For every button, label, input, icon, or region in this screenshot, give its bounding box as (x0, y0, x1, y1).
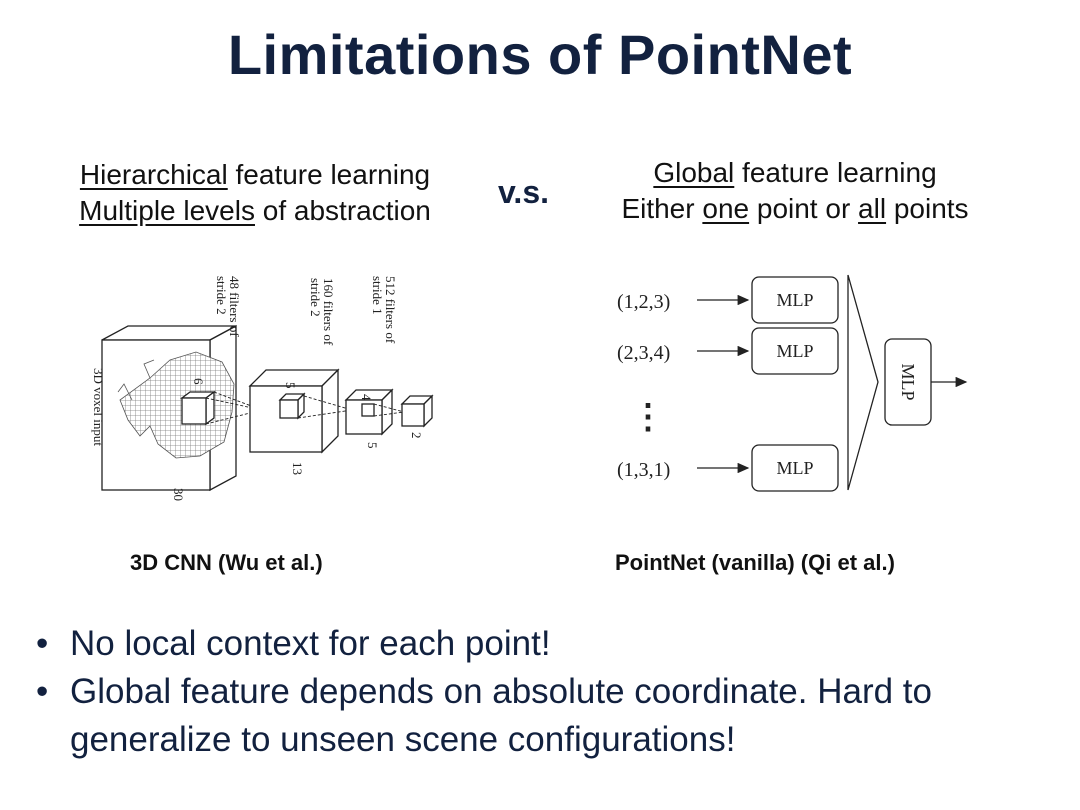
input-point-2: (2,3,4) (617, 342, 670, 364)
mlp-box-1 (751, 276, 839, 324)
dim-13-label: 13 (290, 462, 305, 475)
dim-6-label: 6 (191, 378, 206, 385)
versus-label: v.s. (498, 174, 549, 210)
bullet-item: • No local context for each point! (36, 620, 1056, 668)
mlp-label-1: MLP (776, 290, 813, 310)
cnn-caption: 3D CNN (Wu et al.) (130, 550, 323, 575)
input-point-3: (1,3,1) (617, 459, 670, 481)
bullet-dot-icon: • (36, 672, 49, 711)
right-heading-line1-rest: feature learning (734, 157, 937, 188)
left-heading: Hierarchical feature learning Multiple l… (40, 157, 470, 229)
dim-30-label: 30 (171, 488, 186, 501)
layer2-label-a: 160 filters of (321, 278, 336, 346)
layer2-label-b: stride 2 (308, 278, 323, 317)
multiple-levels-term: Multiple levels (79, 195, 255, 226)
right-heading-line2-b: point or (749, 193, 859, 224)
layer3-label-b: stride 1 (370, 276, 385, 315)
mlp-label-3: MLP (776, 458, 813, 478)
dim-2-label: 2 (409, 432, 424, 439)
right-heading-line2-a: Either (621, 193, 703, 224)
left-heading-line1-rest: feature learning (227, 159, 431, 190)
ellipsis-icon: ⋮ (631, 398, 665, 436)
global-term: Global (653, 157, 735, 188)
dim-5a-label: 5 (283, 382, 298, 389)
layer1-filter (279, 399, 299, 419)
hierarchical-term: Hierarchical (79, 159, 228, 190)
bullet-text: No local context for each point! (70, 624, 551, 663)
bullet-item: • Global feature depends on absolute coo… (36, 668, 1056, 764)
pointnet-caption: PointNet (vanilla) (Qi et al.) (615, 550, 895, 575)
layer3-cube-front (401, 403, 425, 427)
left-heading-line2-rest: of abstraction (254, 195, 431, 226)
voxel-object (119, 351, 235, 459)
bullet-dot-icon: • (36, 624, 49, 663)
mlp-label-2: MLP (776, 341, 813, 361)
layer1-label-a: 48 filters of (227, 276, 242, 337)
dim-5b-label: 5 (365, 442, 380, 449)
right-heading-line2-c: points (886, 193, 969, 224)
layer1-label-b: stride 2 (214, 276, 229, 315)
bullet-text: Global feature depends on absolute coord… (70, 672, 932, 759)
all-term: all (858, 193, 887, 224)
slide-title: Limitations of PointNet (227, 23, 853, 86)
mlp-box-2 (751, 327, 839, 375)
global-mlp-label: MLP (898, 363, 918, 400)
max-pool-symbol (847, 274, 879, 491)
right-heading: Global feature learning Either one point… (590, 155, 1000, 227)
mlp-box-3 (751, 444, 839, 492)
filter-cube-front (181, 397, 207, 425)
layer3-label-a: 512 filters of (383, 276, 398, 344)
input-label: 3D voxel input (91, 368, 106, 446)
bullet-list: • No local context for each point! • Glo… (36, 620, 1056, 764)
dim-4-label: 4 (359, 394, 374, 401)
input-point-1: (1,2,3) (617, 291, 670, 313)
one-term: one (702, 193, 750, 224)
